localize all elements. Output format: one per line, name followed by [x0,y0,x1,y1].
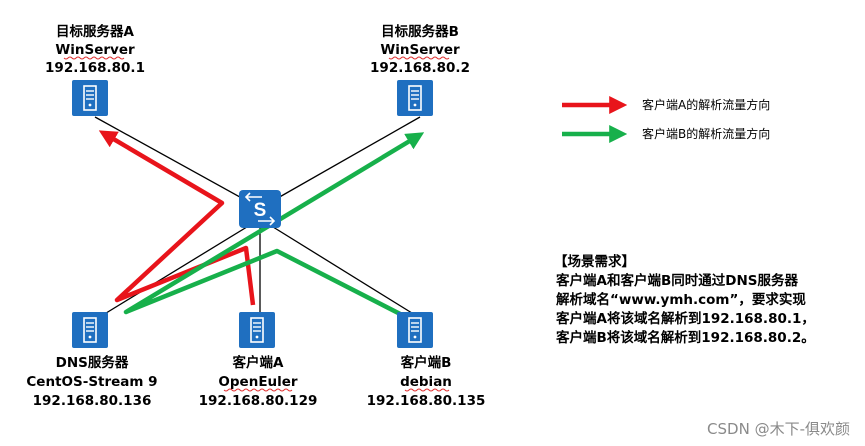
client-b-ip: 192.168.80.135 [367,393,486,409]
watermark: CSDN @木下-俱欢颜 [707,420,850,438]
client-b-title: 客户端B [400,354,452,371]
target-a-server-icon [71,79,109,117]
target-b-ip: 192.168.80.2 [370,60,470,76]
spellcheck-underline [388,56,450,60]
dns-title: DNS服务器 [56,354,129,371]
link-switch-client-b [264,221,421,319]
client-a-os: OpenEuler [218,374,298,390]
dns-ip: 192.168.80.136 [33,393,152,409]
client-a-title: 客户端A [232,354,284,371]
client-a-server-icon [238,311,276,349]
link-switch-target-b [261,116,421,208]
spellcheck-underline [404,388,450,392]
legend-green-label: 客户端B的解析流量方向 [642,126,770,141]
client-b-os: debian [400,374,452,390]
spellcheck-underline [63,56,125,60]
switch-icon: S [239,190,281,228]
requirements-title: 【场景需求】 [554,253,635,270]
target-b-os: WinServer [380,42,460,58]
flow-client-a [98,130,256,306]
target-b-title: 目标服务器B [381,23,459,40]
requirements-line: 解析域名“www.ymh.com”，要求实现 [556,291,806,308]
link-switch-dns [97,221,256,319]
spellcheck-underline [223,388,293,392]
dns-os: CentOS-Stream 9 [26,374,157,390]
target-a-title: 目标服务器A [56,23,134,40]
requirements-line: 客户端A将该域名解析到192.168.80.1， [555,310,815,327]
requirements-line: 客户端B将该域名解析到192.168.80.2。 [555,329,815,346]
target-b-server-icon [396,79,434,117]
legend: 客户端A的解析流量方向 客户端B的解析流量方向 [562,96,770,143]
link-switch-target-a [94,116,259,208]
switch-glyph: S [254,200,267,221]
target-a-os: WinServer [55,42,135,58]
requirements-block: 【场景需求】 客户端A和客户端B同时通过DNS服务器 解析域名“www.ymh.… [554,253,815,346]
topology-links [94,116,421,319]
client-b-server-icon [396,311,434,349]
target-a-ip: 192.168.80.1 [45,60,145,76]
dns-server-icon [71,311,109,349]
client-a-ip: 192.168.80.129 [199,393,318,409]
legend-red-label: 客户端A的解析流量方向 [642,97,770,112]
requirements-line: 客户端A和客户端B同时通过DNS服务器 [555,272,798,289]
